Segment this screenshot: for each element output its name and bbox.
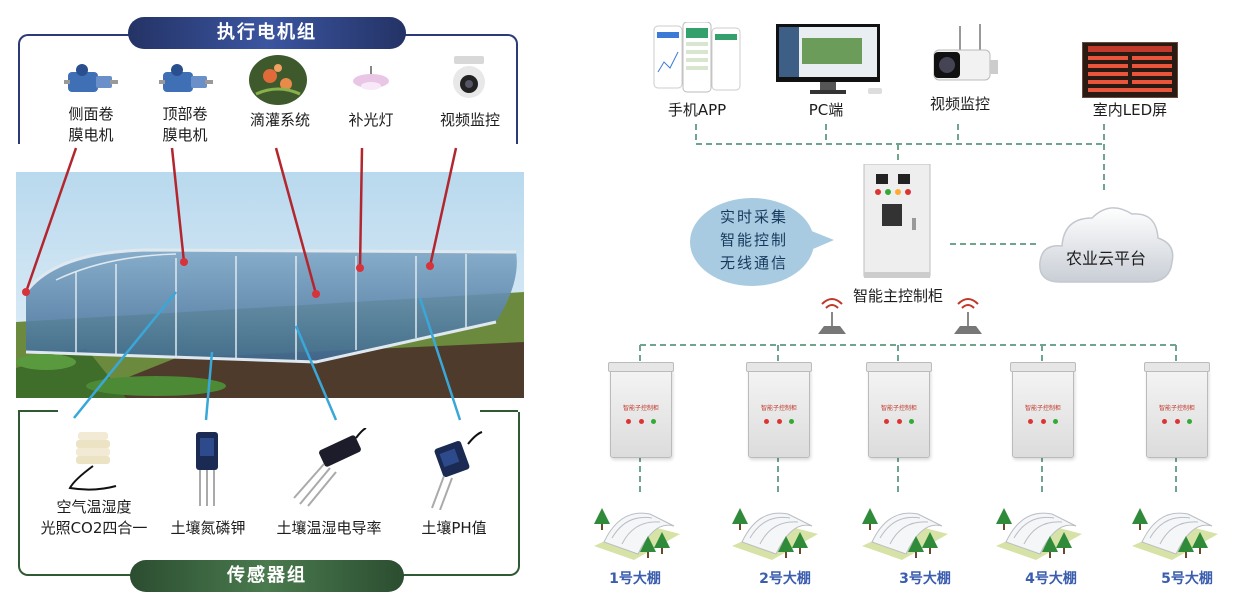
mobile-app-icon <box>653 22 741 93</box>
wifi-router-icon-right <box>954 298 982 334</box>
sensor-label-ph: 土壤PH值 <box>421 519 487 537</box>
greenhouse-1-icon <box>593 507 681 561</box>
actuator-label-camera: 视频监控 <box>439 111 500 129</box>
sub-cabinet-1: 智能子控制柜 <box>608 362 674 458</box>
greenhouse-5-label: 5号大棚 <box>1161 571 1213 587</box>
sensor-label-npk: 土壤氮磷钾 <box>170 519 246 537</box>
surveillance-camera-icon <box>933 24 998 81</box>
terminal-label-video: 视频监控 <box>929 95 990 113</box>
feature-bubble <box>690 198 834 286</box>
cloud-platform-label: 农业云平台 <box>1065 249 1146 268</box>
actuator-group-title: 执行电机组 <box>128 17 406 49</box>
greenhouse-2-label: 2号大棚 <box>759 571 811 587</box>
sub-cabinet-3: 智能子控制柜 <box>866 362 932 458</box>
pc-icon <box>776 24 882 94</box>
feature-bubble-text: 实时采集 智能控制 无线通信 <box>719 208 788 272</box>
terminal-label-pc: PC端 <box>808 101 844 119</box>
main-cabinet-label: 智能主控制柜 <box>852 287 943 305</box>
sensor-group-title: 传感器组 <box>130 560 404 592</box>
video-camera-icon <box>453 56 485 98</box>
soil-ec-sensor-icon <box>293 428 367 507</box>
air-sensor-icon <box>68 432 117 491</box>
greenhouse-4-icon <box>995 507 1083 561</box>
greenhouse-3-label: 3号大棚 <box>899 571 951 587</box>
wifi-router-icon-left <box>818 298 846 334</box>
top-roller-motor-icon <box>159 64 213 92</box>
actuator-label-drip: 滴灌系统 <box>249 111 310 129</box>
greenhouse-5-icon <box>1131 507 1219 561</box>
sensor-label-air: 空气温湿度光照CO2四合一 <box>40 498 148 537</box>
terminal-label-app: 手机APP <box>667 101 727 119</box>
actuator-label-side-roller: 侧面卷膜电机 <box>68 105 114 144</box>
led-screen-icon <box>1082 42 1178 98</box>
sensor-label-soil-ec: 土壤温湿电导率 <box>276 519 382 537</box>
sub-cabinet-5: 智能子控制柜 <box>1144 362 1210 458</box>
side-roller-motor-icon <box>64 64 118 92</box>
sub-cabinet-2: 智能子控制柜 <box>746 362 812 458</box>
greenhouse-1-label: 1号大棚 <box>609 571 661 587</box>
drip-irrigation-icon <box>249 55 307 105</box>
npk-sensor-icon <box>196 432 218 506</box>
actuator-label-light: 补光灯 <box>348 111 394 129</box>
grow-light-icon <box>353 66 389 90</box>
main-control-cabinet <box>863 164 931 278</box>
sub-cabinet-4: 智能子控制柜 <box>1010 362 1076 458</box>
terminal-label-led: 室内LED屏 <box>1092 101 1168 119</box>
greenhouse-4-label: 4号大棚 <box>1025 571 1077 587</box>
greenhouse-3-icon <box>861 507 949 561</box>
actuator-label-top-roller: 顶部卷膜电机 <box>162 105 208 144</box>
greenhouse-illustration <box>16 172 524 398</box>
soil-ph-sensor-icon <box>431 431 483 510</box>
greenhouse-2-icon <box>731 507 819 561</box>
cloud-platform-icon <box>1039 207 1174 283</box>
